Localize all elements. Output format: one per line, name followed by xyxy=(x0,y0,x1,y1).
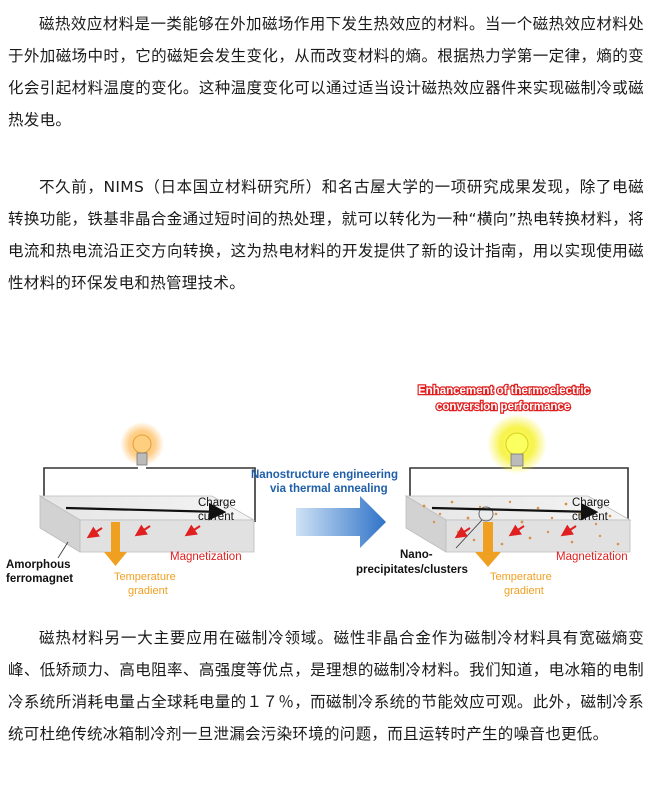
right-temperature-label-1: Temperature xyxy=(490,571,552,583)
left-charge-label-1: Charge xyxy=(198,497,236,509)
magnetization-arrow xyxy=(508,524,525,537)
magnetization-arrow xyxy=(560,524,577,537)
process-label-1: Nanostructure engineering xyxy=(251,469,398,481)
nano-label-1: Nano- xyxy=(400,549,433,561)
amorphous-label-1: Amorphous xyxy=(6,559,71,571)
enhancement-label-2: conversion performance xyxy=(436,401,570,413)
bulb-icon xyxy=(132,434,152,454)
left-magnetization-label: Magnetization xyxy=(170,551,242,563)
right-charge-label-2: current xyxy=(572,511,609,523)
magnetization-arrow xyxy=(184,524,201,537)
charge-current-arrow xyxy=(431,502,599,521)
temperature-arrow xyxy=(475,552,501,567)
magnetization-arrow xyxy=(134,524,151,537)
right-magnetization-label: Magnetization xyxy=(556,551,628,563)
charge-current-arrow xyxy=(65,502,227,521)
right-temperature-label-2: gradient xyxy=(504,585,544,597)
left-temperature-label-2: gradient xyxy=(128,585,168,597)
process-arrow-group: Nanostructure engineering via thermal an… xyxy=(251,469,398,548)
bulb-icon-bright xyxy=(505,432,529,456)
cluster-zoom-icon xyxy=(478,506,494,522)
thermoelectric-figure: Charge current Magnetization Amorphous f… xyxy=(6,384,632,597)
left-temperature-label-1: Temperature xyxy=(114,571,176,583)
left-charge-label-2: current xyxy=(198,511,235,523)
temperature-arrow xyxy=(104,552,127,566)
slab-side xyxy=(79,519,255,553)
nano-label-2: precipitates/clusters xyxy=(356,564,468,576)
enhancement-label-1: Enhancement of thermoelectric xyxy=(418,385,591,397)
amorphous-label-2: ferromagnet xyxy=(6,573,73,585)
left-panel: Charge current Magnetization Amorphous f… xyxy=(6,422,256,597)
paragraph-magnetocaloric-intro: 磁热效应材料是一类能够在外加磁场作用下发生热效应的材料。当一个磁热效应材料处于外… xyxy=(8,15,644,129)
right-panel: Enhancement of thermoelectric conversion… xyxy=(356,384,632,597)
magnetization-arrow xyxy=(86,526,103,539)
paragraph-magnetic-refrigeration: 磁热材料另一大主要应用在磁制冷领域。磁性非晶合金作为磁制冷材料具有宽磁熵变峰、低… xyxy=(8,629,644,743)
magnetization-arrow xyxy=(454,526,471,539)
paragraph-nims-research: 不久前，NIMS（日本国立材料研究所）和名古屋大学的一项研究成果发现，除了电磁转… xyxy=(8,178,644,292)
process-label-2: via thermal annealing xyxy=(270,483,388,495)
right-charge-label-1: Charge xyxy=(572,497,610,509)
process-arrow-icon xyxy=(296,496,386,548)
slab-side xyxy=(445,519,631,553)
